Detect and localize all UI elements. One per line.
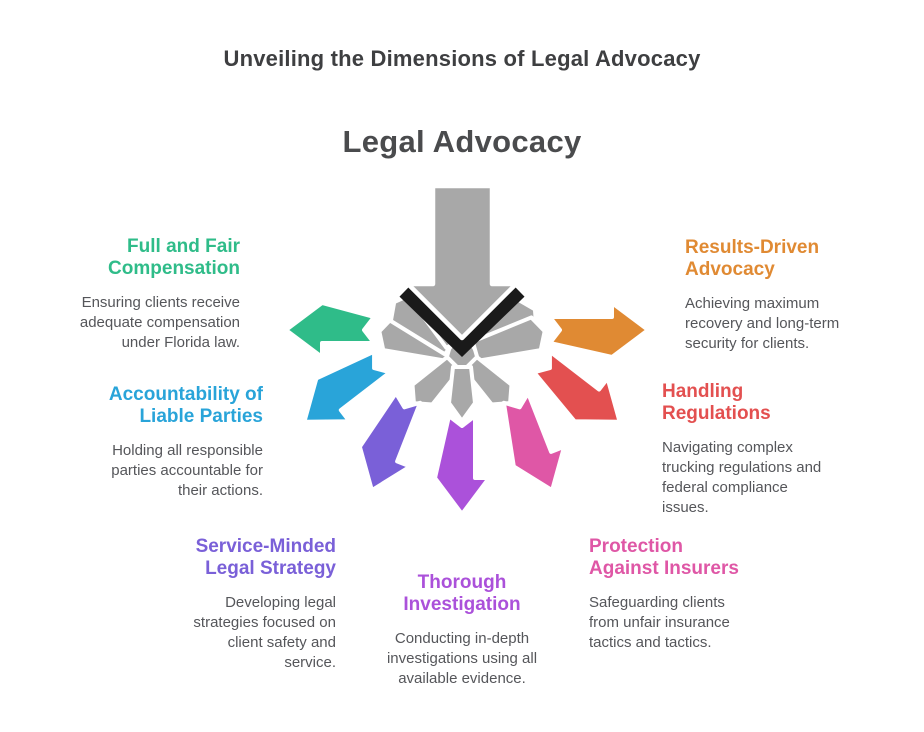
fan-spoke-lower — [410, 355, 462, 407]
section-thorough-investigation: Thorough Investigation Conducting in-dep… — [354, 572, 570, 689]
arrow-protection-against-insurers — [501, 391, 567, 493]
arrow-results-driven-advocacy — [548, 301, 650, 359]
section-heading: Handling Regulations — [662, 381, 771, 425]
arrow-accountability-of-liable-parties — [302, 349, 392, 424]
arrow-service-minded-legal-strategy — [357, 391, 423, 493]
section-protection-against-insurers: Protection Against Insurers Safeguarding… — [589, 536, 819, 653]
fan-center-spike — [447, 365, 477, 423]
arrowhead-gap-chevron — [399, 287, 525, 358]
section-description: Holding all responsible parties accounta… — [111, 442, 263, 499]
section-description: Conducting in-depth investigations using… — [386, 630, 538, 687]
section-results-driven-advocacy: Results-Driven Advocacy Achieving maximu… — [685, 237, 915, 354]
section-description: Ensuring clients receive adequate compen… — [79, 294, 240, 351]
section-description: Achieving maximum recovery and long-term… — [685, 295, 840, 352]
section-description: Navigating complex trucking regulations … — [662, 439, 822, 516]
section-heading: Accountability of Liable Parties — [108, 384, 263, 428]
section-handling-regulations: Handling Regulations Navigating complex … — [662, 381, 892, 518]
section-heading: Service-Minded Legal Strategy — [195, 536, 336, 580]
section-heading: Full and Fair Compensation — [108, 236, 240, 280]
page-title: Unveiling the Dimensions of Legal Advoca… — [223, 46, 701, 71]
section-description: Safeguarding clients from unfair insuran… — [589, 594, 730, 651]
section-heading: Thorough Investigation — [403, 572, 521, 616]
arrow-thorough-investigation — [433, 414, 491, 516]
section-heading: Results-Driven Advocacy — [685, 237, 820, 281]
section-full-fair-compensation: Full and Fair Compensation Ensuring clie… — [10, 236, 240, 353]
section-description: Developing legal strategies focused on c… — [193, 594, 336, 671]
section-service-minded-legal-strategy: Service-Minded Legal Strategy Developing… — [96, 536, 336, 673]
arrow-handling-regulations — [532, 349, 622, 424]
central-node-label: Legal Advocacy — [342, 124, 582, 159]
section-heading: Protection Against Insurers — [589, 536, 739, 580]
main-down-arrow — [405, 183, 519, 341]
arrow-full-fair-compensation — [284, 301, 376, 359]
section-accountability-of-liable-parties: Accountability of Liable Parties Holding… — [23, 384, 263, 501]
